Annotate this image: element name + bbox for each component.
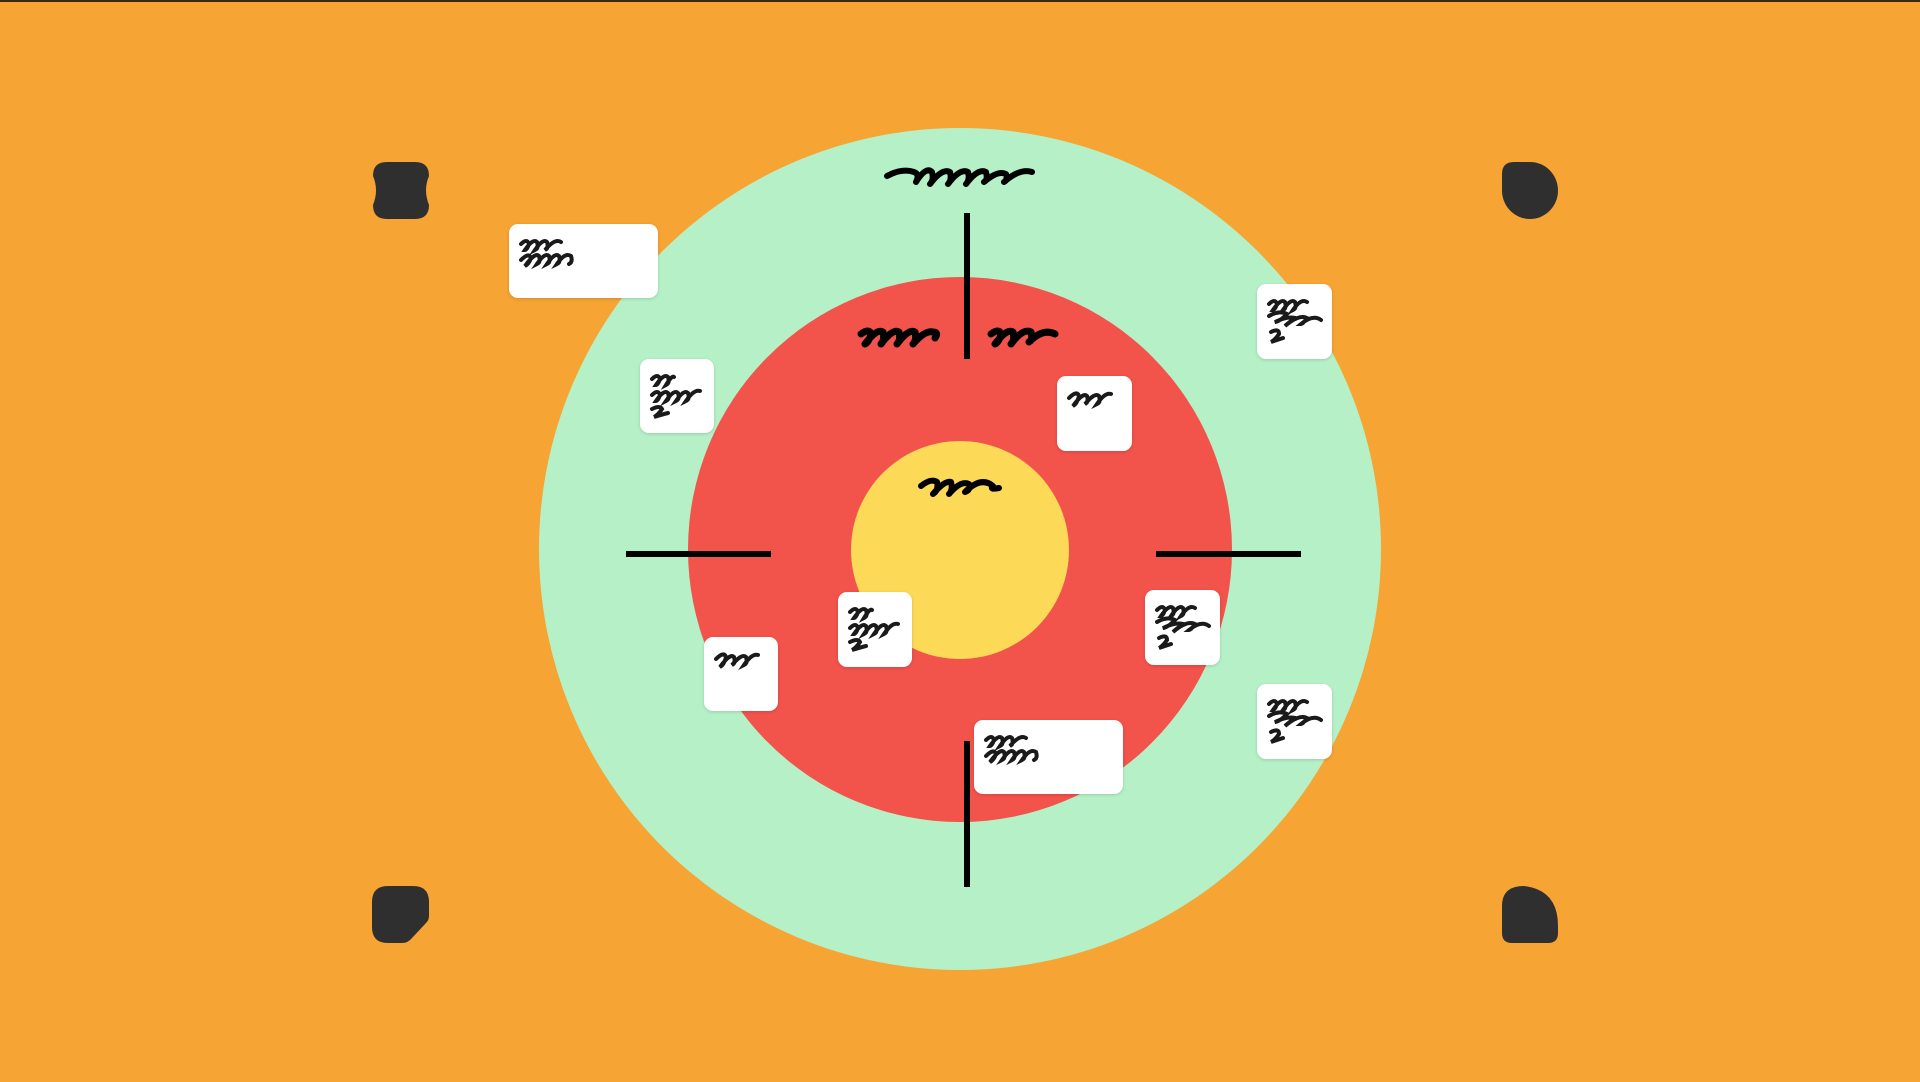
corner-shape-bottom-right (1502, 886, 1558, 943)
scribble-text-icon (1067, 391, 1113, 410)
top-border (0, 0, 1920, 2)
sticky-note[interactable]: scribbled text (2 lines) (509, 224, 658, 298)
scribble-text-icon (1267, 299, 1323, 344)
center-label (918, 477, 1002, 497)
corner-shape-top-left (373, 162, 429, 219)
scribble-text-icon (848, 607, 900, 652)
sticky-note[interactable]: scribbled text (3 lines) (1257, 284, 1332, 359)
scribble-text-icon (714, 652, 760, 671)
outer-ring-label (884, 167, 1035, 187)
crosshair-top-line (964, 213, 970, 359)
crosshair-bottom-line (964, 741, 970, 887)
sticky-note[interactable]: scribbled text (1 line) (1057, 376, 1132, 451)
scribble-text-icon (1267, 699, 1323, 744)
sticky-note[interactable]: scribbled text (2 lines) (974, 720, 1123, 794)
scribble-text-icon (1155, 605, 1211, 650)
sticky-note[interactable]: scribbled text (1 line) (704, 637, 778, 711)
middle-ring-label-left (857, 327, 941, 348)
crosshair-right-line (1156, 551, 1301, 557)
crosshair-left-line (626, 551, 771, 557)
middle-ring-label-right (987, 327, 1059, 348)
scribble-text-icon (984, 735, 1039, 766)
sticky-note[interactable]: scribbled text (3 lines) (1257, 684, 1332, 759)
corner-shape-top-right (1502, 162, 1558, 219)
corner-shape-bottom-left (372, 886, 429, 943)
sticky-note[interactable]: scribbled text (3 lines) (838, 592, 912, 667)
scribble-text-icon (650, 374, 702, 419)
sticky-note[interactable]: scribbled text (3 lines) (1145, 590, 1220, 665)
sticky-note[interactable]: scribbled text (3 lines) (640, 359, 714, 433)
scribble-text-icon (519, 239, 574, 270)
